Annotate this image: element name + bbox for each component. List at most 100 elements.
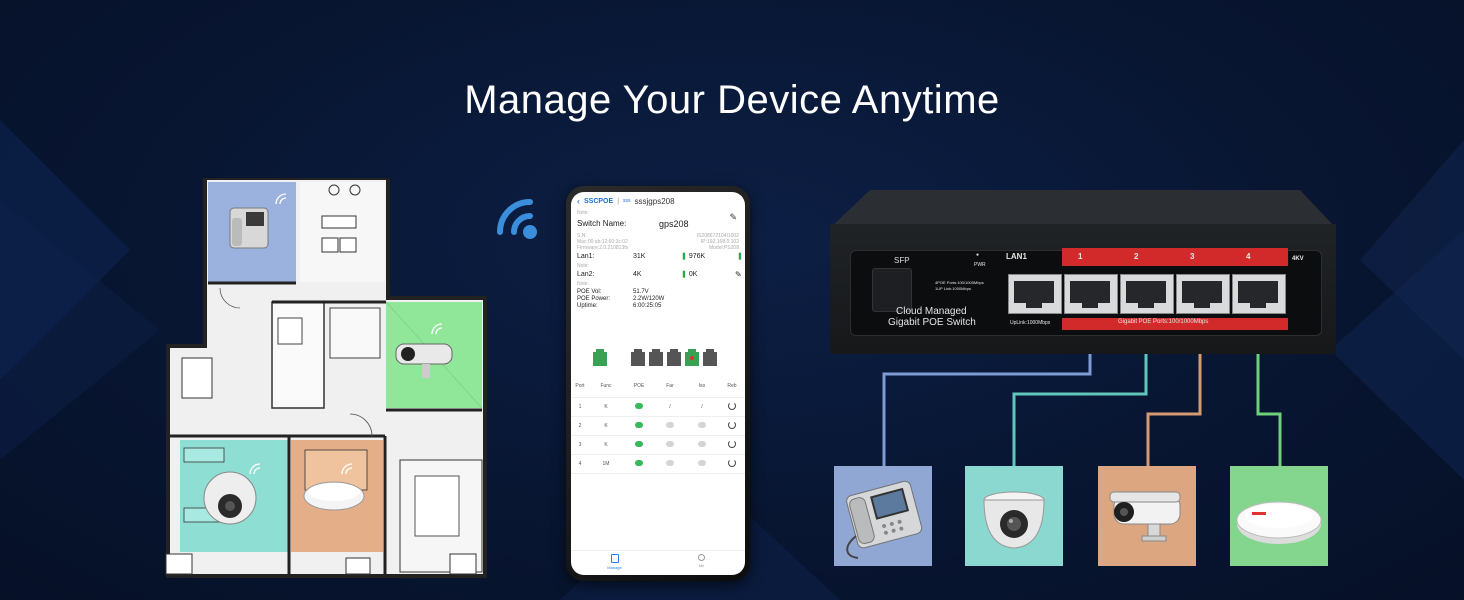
far-toggle[interactable] bbox=[666, 460, 674, 466]
spec-line-2: 1UP Link:1000Mbps bbox=[935, 286, 971, 291]
switch-name-value: gps208 bbox=[659, 219, 689, 229]
port-number-1: 1 bbox=[1078, 252, 1083, 261]
lan1-port bbox=[1008, 274, 1062, 314]
ip-phone-tile bbox=[834, 466, 932, 566]
firmware-value: Firmware:2.0.210813fs bbox=[577, 245, 629, 251]
sfp-label: SFP bbox=[894, 256, 910, 265]
table-row: 1 K / / bbox=[571, 398, 745, 417]
bullet-camera-icon bbox=[1109, 491, 1181, 542]
poe-vol-value: 51.7V bbox=[633, 289, 649, 295]
reboot-icon[interactable] bbox=[728, 421, 736, 429]
smartphone: ‹ SSCPOE | sss sssjgps208 Note: ✎ Switch… bbox=[566, 186, 750, 581]
col-header-port: Port bbox=[575, 383, 585, 389]
sfp-port bbox=[872, 268, 912, 312]
access-point-icon bbox=[303, 481, 365, 511]
port-number: 1 bbox=[578, 404, 582, 410]
user-icon bbox=[698, 554, 705, 561]
nav-manage[interactable]: Manage bbox=[571, 551, 658, 575]
lan2-up: 4K bbox=[633, 271, 642, 278]
uptime-value: 6:00:25:05 bbox=[633, 303, 662, 309]
iso-toggle[interactable] bbox=[698, 441, 706, 447]
back-icon[interactable]: ‹ bbox=[577, 196, 580, 206]
device-title: sssjgps208 bbox=[634, 196, 675, 206]
poe-ports-label: Gigabit POE Ports:100/1000Mbps bbox=[1118, 319, 1209, 325]
col-header-func: Func bbox=[600, 383, 612, 389]
uptime-label: Uptime: bbox=[577, 303, 598, 309]
port-number: 4 bbox=[578, 461, 582, 467]
poe-vol-label: POE Vol: bbox=[577, 289, 602, 295]
ip-value: IP:192.168.0.102 bbox=[700, 239, 739, 245]
dome-camera-icon bbox=[203, 471, 257, 525]
poe-toggle[interactable] bbox=[635, 460, 643, 466]
poe-port-3 bbox=[1176, 274, 1230, 314]
ip-phone-icon bbox=[846, 480, 923, 559]
note-label: Note: bbox=[577, 281, 589, 287]
poe-power-label: POE Power: bbox=[577, 296, 611, 302]
lan1-down: 976K bbox=[688, 253, 706, 260]
table-row: 3 K bbox=[571, 436, 745, 455]
iso-toggle[interactable] bbox=[698, 460, 706, 466]
port-func: K bbox=[604, 404, 608, 410]
lan2-label: Lan2: bbox=[577, 271, 595, 278]
manage-icon bbox=[610, 554, 619, 563]
col-header-poe: POE bbox=[633, 383, 645, 389]
poe-switch: SFP ● PWR 4POE Ports:100/1000Mbps 1UP Li… bbox=[830, 188, 1336, 354]
far-toggle[interactable] bbox=[666, 422, 674, 428]
iso-toggle[interactable]: / bbox=[701, 404, 703, 410]
dome-camera-tile bbox=[965, 466, 1063, 566]
port-func: K bbox=[604, 442, 608, 448]
dome-camera-icon bbox=[983, 491, 1045, 549]
reboot-icon[interactable] bbox=[728, 459, 736, 467]
lan1-up: 31K bbox=[633, 253, 646, 260]
pwr-label: PWR bbox=[974, 262, 986, 268]
port-func: K bbox=[604, 423, 608, 429]
product-line-2: Gigabit POE Switch bbox=[888, 317, 976, 328]
poe-toggle[interactable] bbox=[635, 441, 643, 447]
nav-manage-label: Manage bbox=[607, 565, 622, 570]
edit-icon[interactable]: ✎ bbox=[729, 212, 737, 222]
iso-toggle[interactable] bbox=[698, 422, 706, 428]
mac-value: Mac:00:ab:12:60:3c:02 bbox=[577, 239, 628, 245]
sn-value: IS208672104I1002 bbox=[696, 233, 739, 239]
port-number-band bbox=[1062, 248, 1288, 266]
poe-port-2 bbox=[1120, 274, 1174, 314]
wifi-icon bbox=[486, 188, 546, 248]
app-screen: ‹ SSCPOE | sss sssjgps208 Note: ✎ Switch… bbox=[571, 192, 745, 575]
lan2-down: 0K bbox=[688, 271, 698, 278]
bullet-camera-icon bbox=[395, 343, 453, 378]
far-toggle[interactable] bbox=[666, 441, 674, 447]
reboot-icon[interactable] bbox=[728, 440, 736, 448]
model-value: Model:PS208 bbox=[708, 245, 739, 251]
lan1-label: Lan1: bbox=[577, 253, 595, 260]
nav-me[interactable]: Me bbox=[658, 551, 745, 575]
poe-toggle[interactable] bbox=[635, 422, 643, 428]
poe-power-value: 2.2W/120W bbox=[633, 296, 665, 302]
uplink-label: UpLink:1000Mbps bbox=[1010, 320, 1051, 326]
port-func: 1M bbox=[602, 461, 610, 467]
switch-name-label: Switch Name: bbox=[577, 219, 627, 228]
app-header: ‹ SSCPOE | sss sssjgps208 bbox=[571, 192, 745, 210]
port-number-3: 3 bbox=[1190, 252, 1195, 261]
far-toggle[interactable]: / bbox=[669, 404, 671, 410]
back-button[interactable]: SSCPOE bbox=[584, 197, 614, 205]
sn-label: S.N: bbox=[577, 233, 587, 239]
divider: | bbox=[617, 197, 620, 205]
note-label: Note: bbox=[577, 210, 589, 216]
col-header-far: Far bbox=[666, 383, 674, 389]
poe-toggle[interactable] bbox=[635, 403, 643, 409]
surge-protection-label: 4KV bbox=[1292, 256, 1304, 262]
lan1-label: LAN1 bbox=[1006, 252, 1027, 261]
access-point-icon bbox=[1236, 501, 1322, 544]
nav-me-label: Me bbox=[698, 563, 705, 568]
status-bar-icon: ❚ bbox=[737, 253, 743, 260]
note-label: Note: bbox=[577, 263, 589, 269]
spec-line-1: 4POE Ports:100/1000Mbps bbox=[935, 280, 984, 285]
port-number: 2 bbox=[578, 423, 582, 429]
port-status-row bbox=[591, 348, 731, 373]
table-row: 2 K bbox=[571, 417, 745, 436]
edit-icon[interactable]: ✎ bbox=[735, 270, 742, 279]
poe-port-1 bbox=[1064, 274, 1118, 314]
reboot-icon[interactable] bbox=[728, 402, 736, 410]
col-header-iso: Iso bbox=[698, 383, 706, 389]
poe-port-4 bbox=[1232, 274, 1286, 314]
